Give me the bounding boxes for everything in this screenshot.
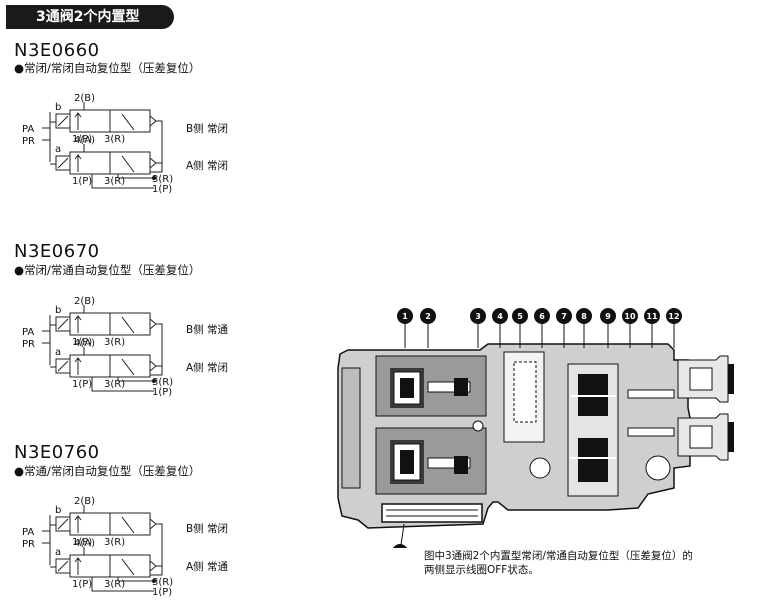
piston-spools [503,351,619,497]
side-a-label: a [55,347,61,358]
section-tab: 3通阀2个内置型 [6,5,174,29]
caption-line-1: 图中3通阀2个内置型常闭/常通自动复位型（压差复位）的 [424,550,693,562]
port-out-label: 4(A) [74,135,95,146]
port-out-label: 4(A) [74,338,95,349]
port-r-label: 3(R) [104,579,125,590]
port-out-label: 2(B) [74,93,95,104]
a-side-label-3: A侧 常通 [186,561,229,573]
exhaust-port-label: 3(R) [152,174,173,185]
callout-markers: 12345678910111213 [393,308,682,548]
side-b-label: b [55,305,61,316]
port-out-label: 4(A) [74,538,95,549]
callout-5: 5 [512,308,528,324]
svg-text:2: 2 [425,312,431,321]
model-desc-1: ●常闭/常闭自动复位型（压差复位） [14,61,201,75]
port-p-label: 1(P) [72,134,92,145]
model-title-2: N3E0670 [14,241,100,262]
supply-port-label: 1(P) [152,184,172,195]
side-a-label: a [55,144,61,155]
port-r-label: 3(R) [104,337,125,348]
callout-1: 1 [397,308,413,324]
callout-6: 6 [534,308,550,324]
b-side-label-1: B侧 常闭 [186,123,229,135]
pa-label: PA [22,527,34,538]
push-in-fittings [677,355,734,461]
model-title-1: N3E0660 [14,40,100,61]
callout-8: 8 [576,308,592,324]
valve-cross-section: 12345678910111213 [337,308,734,548]
callout-3: 3 [470,308,486,324]
solenoid-coils [390,368,471,484]
model-desc-3: ●常通/常闭自动复位型（压差复位） [14,464,201,478]
svg-text:8: 8 [581,312,587,321]
port-p-label: 1(P) [72,579,92,590]
svg-text:11: 11 [646,312,658,321]
exhaust-port-label: 3(R) [152,577,173,588]
callout-4: 4 [492,308,508,324]
model-title-3: N3E0760 [14,442,100,463]
b-side-label-3: B侧 常闭 [186,523,229,535]
svg-text:9: 9 [605,312,611,321]
port-out-label: 2(B) [74,496,95,507]
side-a-label: a [55,547,61,558]
svg-text:12: 12 [668,312,679,321]
connector-base [381,503,483,523]
callout-11: 11 [644,308,660,324]
svg-text:7: 7 [561,312,567,321]
port-p-label: 1(P) [72,537,92,548]
side-b-label: b [55,505,61,516]
pa-label: PA [22,124,34,135]
ports-and-channels [472,389,675,481]
svg-text:10: 10 [624,312,636,321]
pr-label: PR [22,339,35,350]
port-r-label: 3(R) [104,134,125,145]
callout-10: 10 [622,308,638,324]
exhaust-port-label: 3(R) [152,377,173,388]
port-p-label: 1(P) [72,176,92,187]
svg-text:1: 1 [402,312,408,321]
svg-text:5: 5 [517,312,523,321]
figure-caption: 图中3通阀2个内置型常闭/常通自动复位型（压差复位）的 两侧显示线圈OFF状态。 [424,549,693,577]
callout-13: 13 [393,544,407,548]
port-out-label: 2(B) [74,296,95,307]
port-r-label: 3(R) [104,537,125,548]
callout-2: 2 [420,308,436,324]
port-p-label: 1(P) [72,337,92,348]
supply-port-label: 1(P) [152,587,172,598]
pa-label: PA [22,327,34,338]
port-r-label: 3(R) [104,379,125,390]
svg-text:6: 6 [539,312,545,321]
side-b-label: b [55,102,61,113]
pr-label: PR [22,136,35,147]
caption-line-2: 两侧显示线圈OFF状态。 [424,564,539,576]
supply-port-label: 1(P) [152,387,172,398]
svg-text:3: 3 [475,312,481,321]
callout-9: 9 [600,308,616,324]
port-r-label: 3(R) [104,176,125,187]
a-side-label-1: A侧 常闭 [186,160,229,172]
callout-12: 12 [666,308,682,324]
a-side-label-2: A侧 常闭 [186,362,229,374]
svg-text:4: 4 [497,312,503,321]
model-desc-2: ●常闭/常通自动复位型（压差复位） [14,263,201,277]
port-p-label: 1(P) [72,379,92,390]
pr-label: PR [22,539,35,550]
b-side-label-2: B侧 常通 [186,324,229,336]
callout-7: 7 [556,308,572,324]
